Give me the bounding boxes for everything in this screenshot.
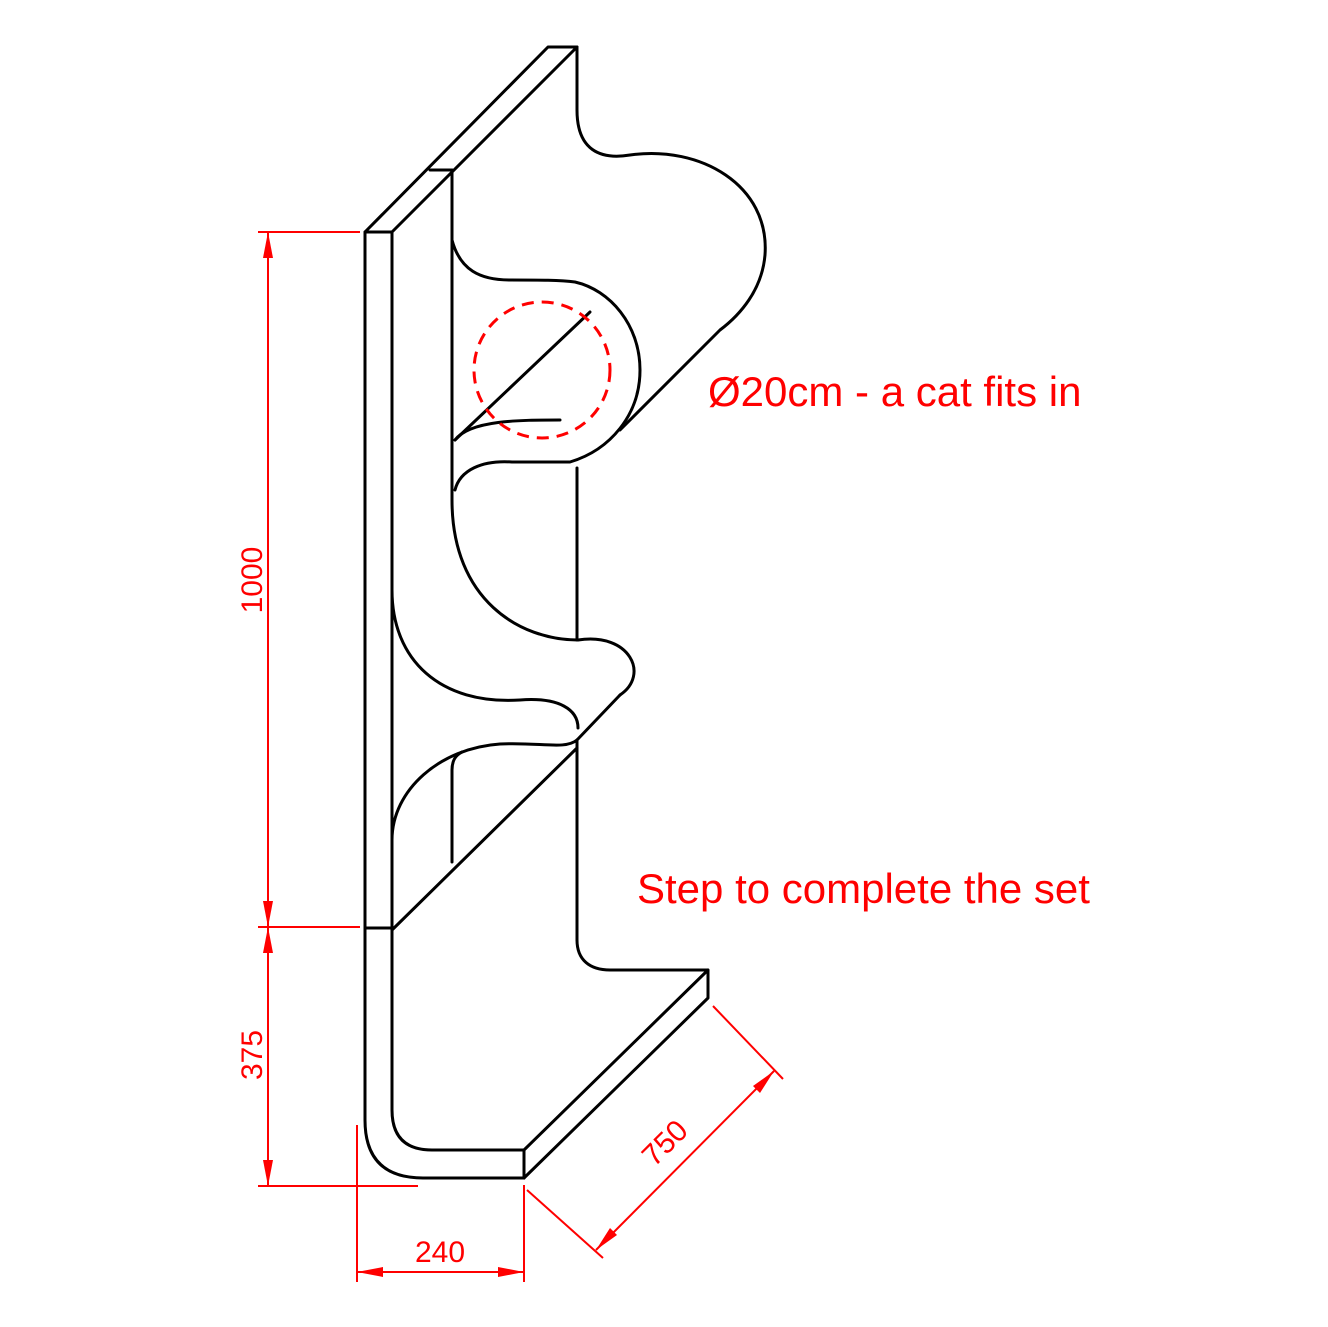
upper-inner-edge: [450, 168, 636, 697]
lower-inner-curve: [450, 750, 464, 864]
back-panel-wave: [575, 45, 767, 432]
dim-240-label: 240: [415, 1236, 465, 1269]
hole-note: Ø20cm - a cat fits in: [708, 368, 1081, 415]
dim-375-arrow-bottom: [263, 1160, 273, 1186]
dimension-lines: [258, 231, 784, 1282]
dim-750-line: [595, 1070, 775, 1251]
hole-circle: [472, 300, 612, 440]
dim-1000-arrow-top: [263, 232, 273, 258]
mid-shelf: [575, 693, 622, 742]
dim-750-arrow-top: [753, 1071, 774, 1093]
lower-curve: [390, 738, 579, 932]
dim-375-arrow-top: [263, 927, 273, 953]
left-panel: [363, 230, 526, 1180]
cat-tree-outline: [363, 45, 767, 1180]
step-platform: [522, 938, 710, 1180]
step-note: Step to complete the set: [637, 865, 1090, 912]
dim-375-label: 375: [236, 1030, 269, 1080]
dim-750-arrow-bottom: [596, 1228, 617, 1250]
dim-1000-label: 1000: [236, 547, 269, 614]
dim-240-arrow-left: [357, 1267, 383, 1277]
upper-inner-panel: [390, 588, 580, 730]
lower-diagonal: [390, 746, 579, 932]
left-panel-inner: [390, 230, 526, 1180]
dim-750-ext-bottom: [526, 1189, 604, 1259]
dim-240-arrow-right: [498, 1267, 524, 1277]
hole-surround: [450, 238, 642, 492]
top-board: [363, 45, 579, 234]
dim-1000-arrow-bottom: [263, 901, 273, 927]
dim-750-ext-top: [712, 1005, 784, 1080]
hole-diagonal: [453, 310, 592, 442]
dim-750-label: 750: [636, 1114, 695, 1173]
